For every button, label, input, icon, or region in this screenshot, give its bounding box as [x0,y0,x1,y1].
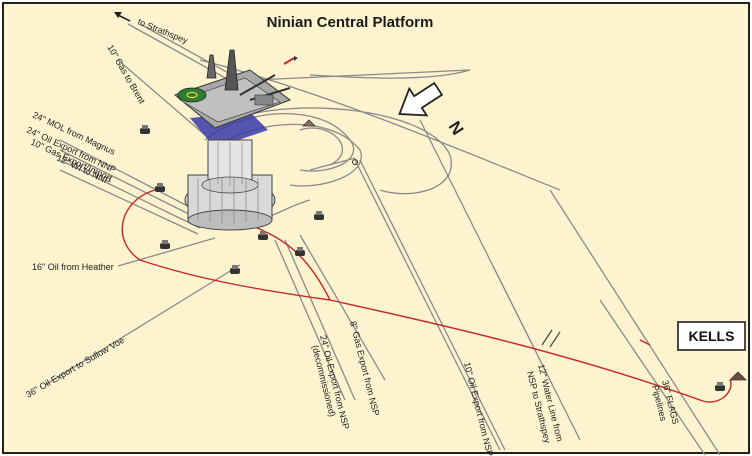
kells-label: KELLS [689,328,735,344]
ninian-central-platform [173,49,292,231]
strathspey-arrow-icon [114,12,131,22]
diagram-title: Ninian Central Platform [267,14,434,31]
wellhead-icon [160,240,170,249]
kells-label-box: KELLS [677,321,746,351]
wellhead-icon [314,211,324,220]
wellhead-icon [230,265,240,274]
wellheads [140,119,747,391]
wellhead-icon [715,382,725,391]
wellhead-icon [302,119,316,127]
wellhead-icon [295,247,305,256]
label-oil-from-heather: 16" Oil from Heather [32,262,114,272]
wellhead-icon [140,125,150,134]
pipe-break-mark [541,329,561,348]
north-arrow-icon [398,81,444,117]
riser-marker [352,159,358,165]
wellhead-icon [258,231,268,240]
wellhead-icon [729,371,747,381]
direction-arrow-icon [283,56,298,65]
pipelines-grey [44,23,721,456]
wellhead-icon [155,183,165,192]
